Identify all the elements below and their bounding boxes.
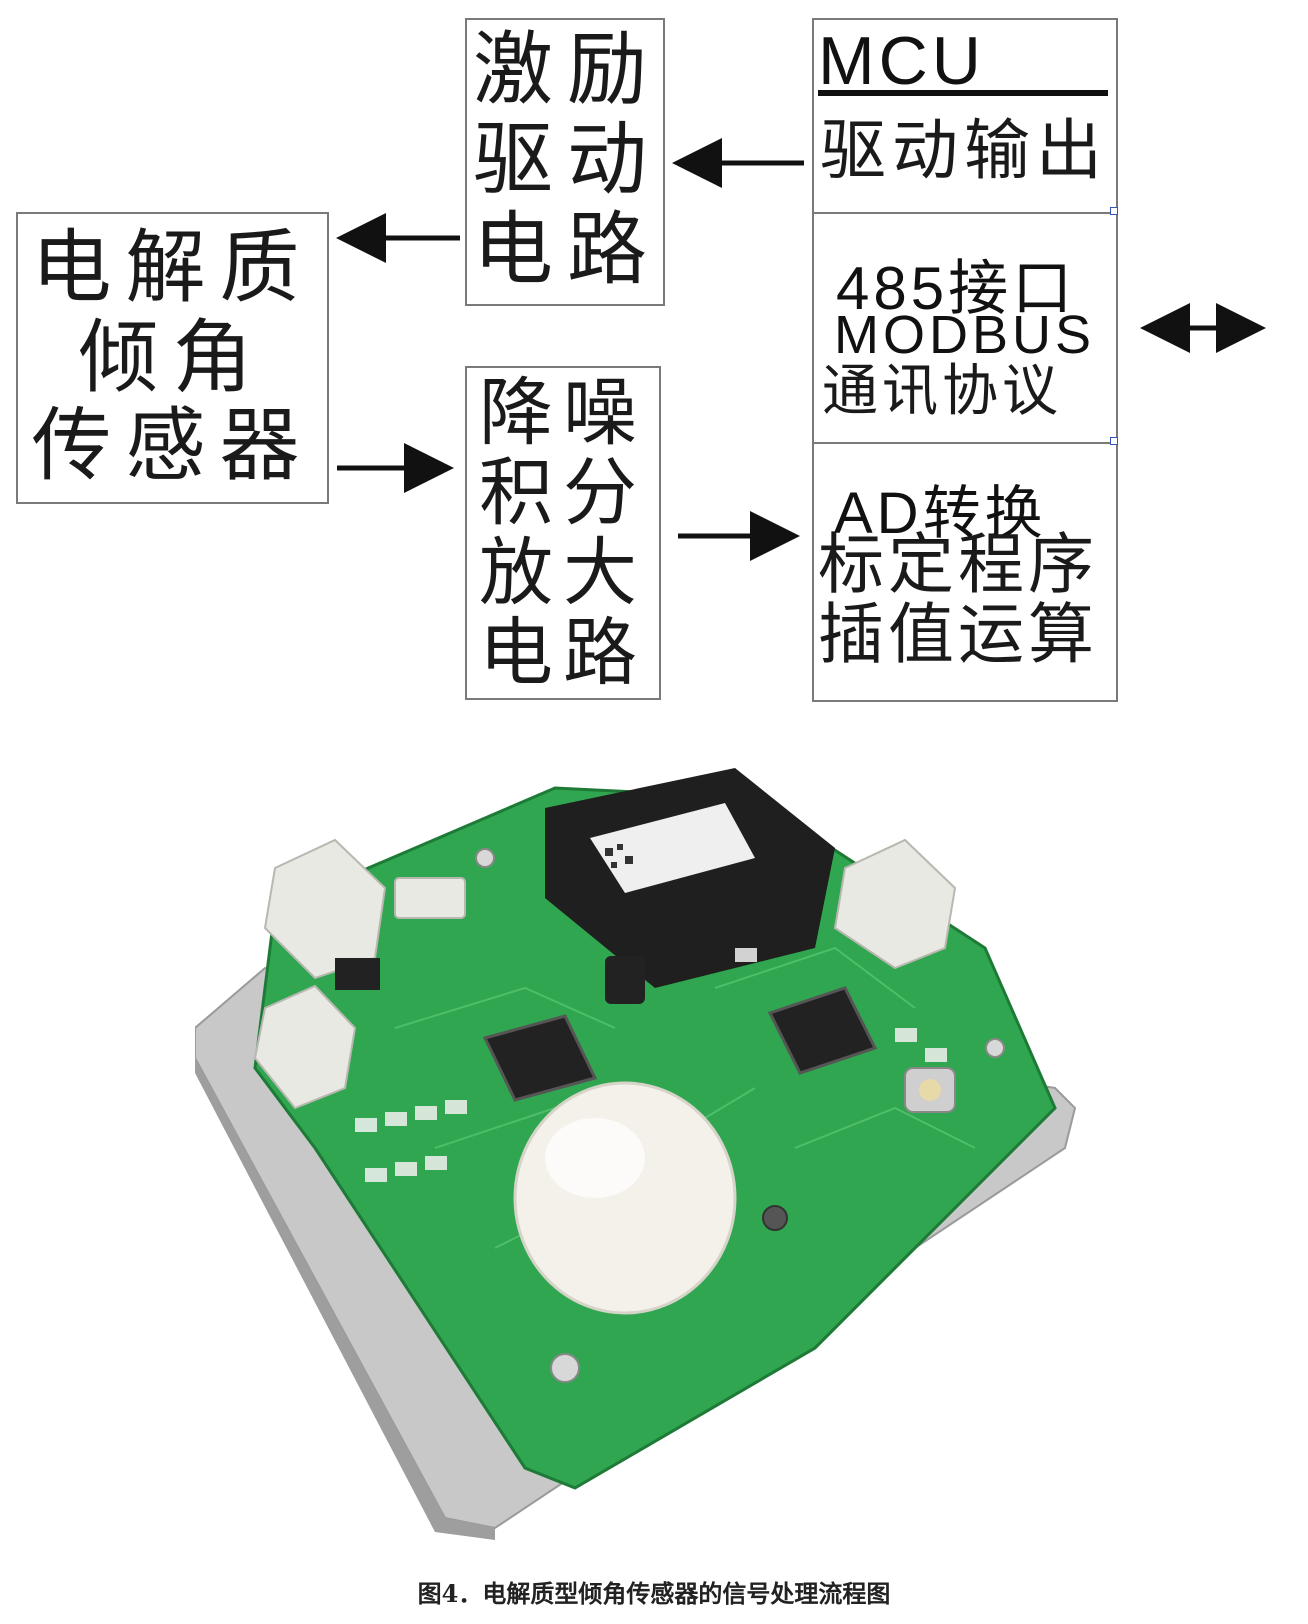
screw xyxy=(762,1205,788,1231)
qr-code xyxy=(605,844,633,868)
mcu-divider-2 xyxy=(814,442,1116,444)
flow-arrows xyxy=(336,138,1266,561)
mcu-interpolation: 插值运算 xyxy=(818,596,1098,673)
tilt-sensor-dome xyxy=(513,1081,737,1315)
module-label xyxy=(590,803,755,893)
regulator-ic xyxy=(605,956,645,1004)
mcu-chip-left xyxy=(482,1014,598,1102)
push-button-cap xyxy=(919,1079,941,1101)
mcu-comm-protocol: 通讯协议 xyxy=(822,359,1062,424)
mcu-calibration: 标定程序 xyxy=(818,526,1098,603)
mcu-485-interface: 485接口 xyxy=(836,255,1077,322)
sensor-block: 电解质 倾角 传感器 xyxy=(16,212,329,504)
mcu-header: MCU xyxy=(818,23,985,99)
mounting-hole xyxy=(985,1038,1005,1058)
figure-caption: 图4．电解质型倾角传感器的信号处理流程图 xyxy=(417,1579,891,1608)
smd-components xyxy=(355,948,947,1182)
amp-label-line-4: 电路 xyxy=(479,610,647,696)
mcu-divider-1 xyxy=(814,212,1116,214)
wireless-module xyxy=(545,768,835,988)
amp-label-line-3: 放大 xyxy=(479,530,647,616)
mounting-hole xyxy=(475,848,495,868)
mcu-chip-right xyxy=(767,986,878,1075)
selection-handle xyxy=(1110,207,1118,215)
small-ic xyxy=(335,958,380,990)
noise-reduction-amplifier-block: 降噪 积分 放大 电路 xyxy=(465,366,661,700)
connectors xyxy=(253,838,957,1110)
dome-highlight xyxy=(545,1118,645,1198)
excitation-drive-circuit-block: 激励 驱动 电路 xyxy=(465,18,665,306)
drive-label-line-2: 驱动 xyxy=(473,113,661,206)
drive-label-line-3: 电路 xyxy=(473,203,661,296)
mcu-drive-output: 驱动输出 xyxy=(820,112,1108,189)
mcu-block: MCU 驱动输出 485接口 MODBUS 通讯协议 AD转换 标定程序 插值运… xyxy=(812,18,1118,702)
amp-label-line-1: 降噪 xyxy=(479,370,647,456)
sensor-pcb-photo xyxy=(195,768,1077,1540)
mcu-header-rule xyxy=(818,90,1108,96)
mcu-modbus: MODBUS xyxy=(834,305,1096,365)
sensor-label-line-1: 电解质 xyxy=(31,221,314,314)
mcu-ad-conversion: AD转换 xyxy=(834,481,1047,546)
drive-label-line-1: 激励 xyxy=(473,23,661,116)
selection-handle xyxy=(1110,437,1118,445)
amp-label-line-2: 积分 xyxy=(479,450,647,536)
sensor-label-line-2: 倾角 xyxy=(78,311,267,404)
mounting-hole xyxy=(550,1353,580,1383)
sensor-label-line-3: 传感器 xyxy=(31,399,314,492)
